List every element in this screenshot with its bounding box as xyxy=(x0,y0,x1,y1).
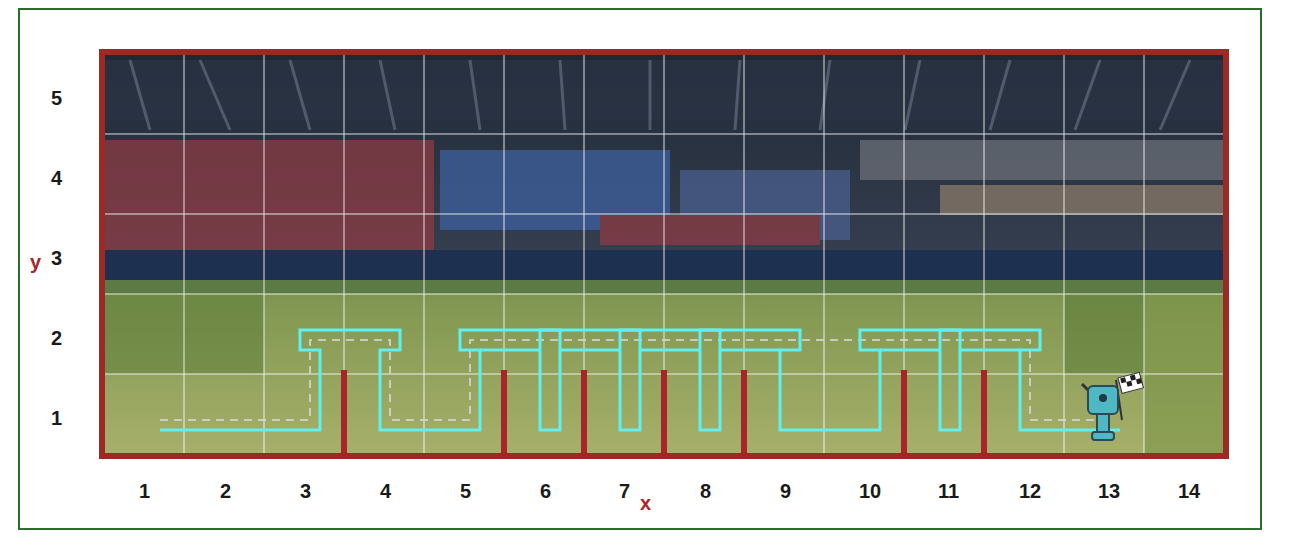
y-axis-number: 4 xyxy=(51,168,62,188)
x-axis-letter: x xyxy=(640,493,651,513)
hurdles xyxy=(341,370,987,454)
x-axis-number: 13 xyxy=(1098,481,1120,501)
x-axis-number: 5 xyxy=(460,481,471,501)
x-axis-number: 1 xyxy=(139,481,150,501)
outer-frame xyxy=(19,9,1261,529)
board-border xyxy=(102,52,1226,456)
x-axis-number: 4 xyxy=(380,481,391,501)
x-axis-number: 9 xyxy=(780,481,791,501)
robot-path xyxy=(160,330,1120,430)
y-axis-number: 3 xyxy=(51,248,62,268)
x-axis-number: 8 xyxy=(700,481,711,501)
grass-shade xyxy=(1064,294,1144,374)
x-axis-number: 10 xyxy=(859,481,881,501)
hint-path xyxy=(160,340,1110,420)
x-axis-number: 7 xyxy=(619,481,630,501)
y-axis-number: 1 xyxy=(51,408,62,428)
x-axis-number: 2 xyxy=(220,481,231,501)
y-axis-number: 5 xyxy=(51,88,62,108)
robot-with-flag xyxy=(1082,372,1143,440)
stand-aisles xyxy=(130,60,1190,130)
x-axis-number: 3 xyxy=(300,481,311,501)
x-axis-number: 11 xyxy=(938,481,959,501)
y-axis-letter: y xyxy=(30,252,41,272)
x-axis-number: 6 xyxy=(540,481,551,501)
x-axis-number: 14 xyxy=(1178,481,1200,501)
y-axis-number: 2 xyxy=(51,328,62,348)
grid-lines xyxy=(104,54,1224,454)
x-axis-number: 12 xyxy=(1019,481,1041,501)
